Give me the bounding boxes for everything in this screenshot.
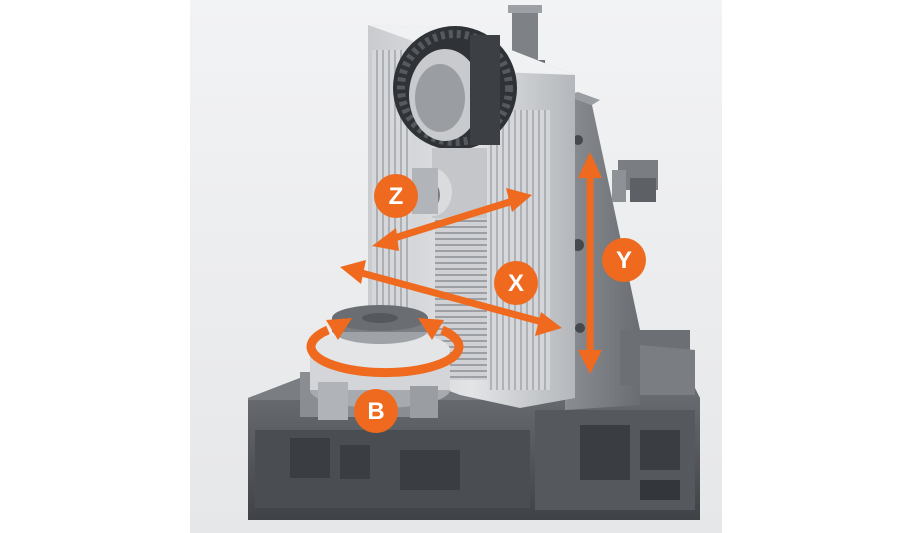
svg-text:X: X [508, 270, 524, 297]
side-motor [612, 160, 658, 202]
spindle-head [412, 148, 487, 218]
axis-label-b: B [354, 389, 398, 433]
z-axis-arrow [372, 188, 532, 251]
axis-label-z: Z [374, 174, 418, 218]
svg-text:Y: Y [616, 247, 632, 274]
x-axis-arrow [340, 260, 562, 336]
b-axis-rotary-arrow [306, 318, 464, 378]
axis-label-y: Y [602, 238, 646, 282]
svg-text:Z: Z [389, 183, 404, 210]
y-axis-arrow [578, 152, 602, 374]
axis-label-x: X [494, 261, 538, 305]
axis-arrows [306, 152, 602, 378]
tool-magazine [393, 26, 517, 150]
svg-text:B: B [367, 398, 384, 425]
